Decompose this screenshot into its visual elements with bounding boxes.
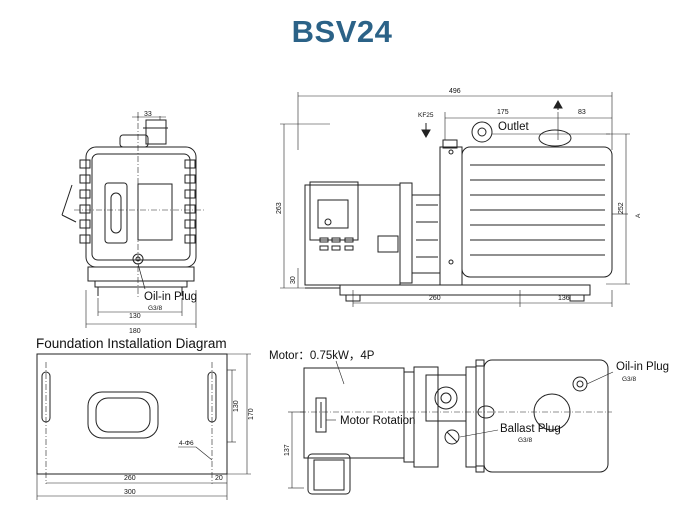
top-motor-rotation-label: Motor Rotation	[340, 415, 415, 427]
side-view	[280, 92, 630, 307]
side-outlet-label: Outlet	[498, 121, 529, 133]
side-dim-83: 83	[578, 109, 586, 116]
found-holes-label: 4-Φ6	[179, 440, 194, 447]
side-dim-263: 263	[276, 202, 283, 214]
top-view	[288, 359, 614, 495]
front-thread-label: G3/8	[148, 305, 162, 312]
side-dim-496: 496	[449, 88, 461, 95]
side-kf25-label: KF25	[418, 112, 434, 119]
side-dim-252: 252	[618, 202, 625, 214]
front-dim-180: 180	[129, 328, 141, 335]
side-dim-30: 30	[290, 276, 297, 284]
front-dim-130: 130	[129, 313, 141, 320]
front-dim-33: 33	[144, 111, 152, 118]
top-dim-137: 137	[284, 444, 291, 456]
found-dim-260: 260	[124, 475, 136, 482]
foundation-section-label: Foundation Installation Diagram	[36, 336, 227, 351]
front-oil-in-plug-label: Oil-in Plug	[144, 291, 197, 303]
top-oil-thread: G3/8	[622, 376, 636, 383]
side-section-a: A	[635, 213, 642, 218]
front-view	[61, 112, 204, 328]
top-ballast-thread: G3/8	[518, 437, 532, 444]
found-dim-20: 20	[215, 475, 223, 482]
foundation-view	[36, 353, 251, 500]
side-dim-175: 175	[497, 109, 509, 116]
side-dim-260: 260	[429, 295, 441, 302]
found-dim-130: 130	[233, 400, 240, 412]
top-ballast-plug-label: Ballast Plug	[500, 423, 561, 435]
found-dim-300: 300	[124, 489, 136, 496]
page-title: BSV24	[291, 14, 393, 49]
top-motor-label: Motor：0.75kW，4P	[269, 350, 375, 362]
top-oil-in-plug-label: Oil-in Plug	[616, 361, 669, 373]
side-dim-136: 136	[558, 295, 570, 302]
found-dim-170: 170	[248, 408, 255, 420]
